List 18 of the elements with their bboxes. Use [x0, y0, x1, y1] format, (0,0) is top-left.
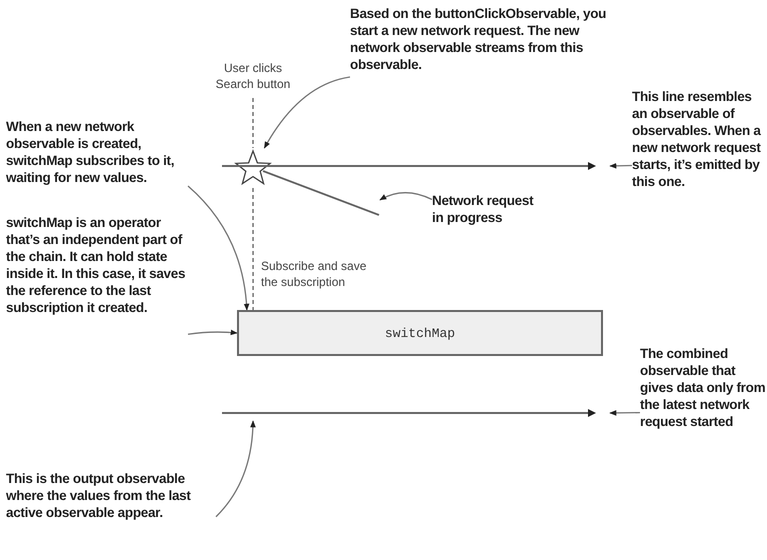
callout-text: Network request in progress [432, 192, 544, 242]
request-line [262, 170, 380, 216]
marker-label: User clicks Search button [214, 60, 292, 92]
leader-arrow [188, 186, 250, 311]
leader-arrow [188, 330, 238, 336]
callout-text: This line resembles an observable of observables. When a new network request starts, it’s emitted by this one. [632, 88, 766, 243]
leader-arrow [609, 410, 640, 416]
leader-arrow [379, 192, 432, 200]
leader-arrow [216, 420, 256, 518]
operator-box: switchMap [237, 310, 603, 356]
leader-arrow [264, 76, 350, 149]
star-marker [234, 148, 272, 188]
callout-text: switchMap is an operator that’s an independent part of the chain. It can hold state inside it. In this case, it saves the reference to the last subscription it created. [6, 214, 188, 338]
callout-text: This is the output observable where the values from the last active observable appear. [6, 470, 216, 555]
callout-text: The combined observable that gives data only from the latest network request started [640, 345, 766, 475]
callout-text: When a new network observable is created, switchMap subscribes to it, waiting for new values. [6, 118, 188, 198]
leader-arrow [609, 163, 632, 169]
callout-text: Based on the buttonClickObservable, you start a new network request. The new network observable streams from this observable. [350, 5, 612, 95]
